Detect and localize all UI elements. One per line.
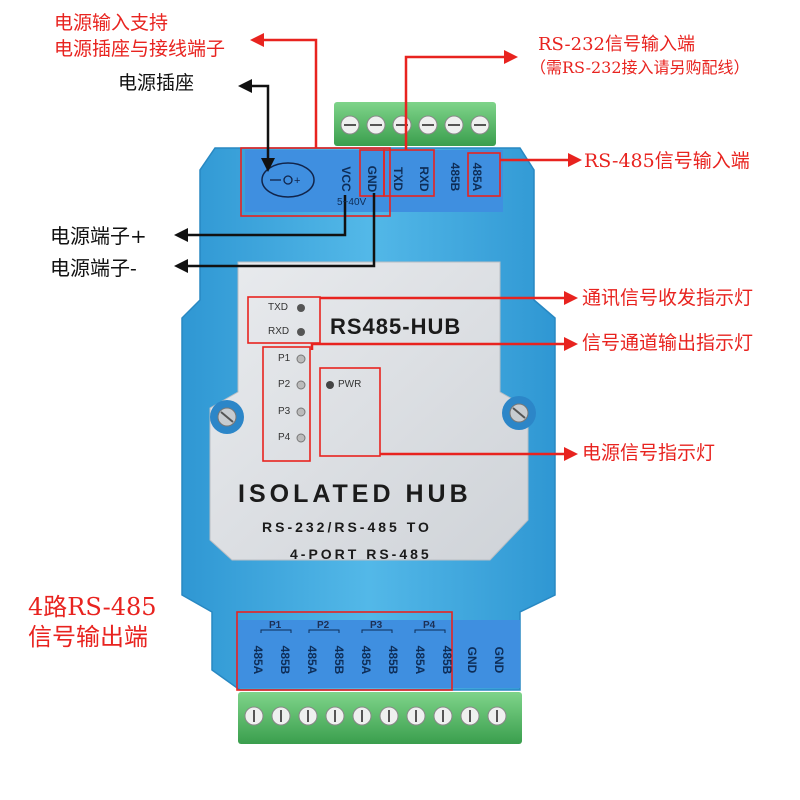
annotation-power-terminal-minus: 电源端子- [50,256,137,280]
port-group-p4: P4 [423,620,436,631]
led-label-p4: P4 [278,432,291,443]
annotation-power-terminal-plus: 电源端子+ [50,224,147,248]
top-pin-485b: 485B [448,162,462,192]
bottom-terminal-block [238,692,522,744]
bottom-pin-10: GND [492,646,506,674]
port-led-dots [296,354,306,443]
bottom-pin-4: 485B [332,645,346,675]
annotation-channel-indicator: 信号通道输出指示灯 [582,332,754,354]
led-label-p3: P3 [278,406,291,417]
top-pin-rxd: RXD [417,166,431,192]
bottom-pin-6: 485B [386,645,400,675]
top-pin-gnd: GND [365,165,379,193]
port-group-p1: P1 [269,620,282,631]
bottom-pin-1: 485A [251,645,265,675]
top-pin-vcc: VCC [339,166,353,192]
led-label-p1: P1 [278,353,291,364]
annotation-rs232-input-line1: RS-232信号输入端 [538,34,695,55]
bottom-pin-9: GND [465,646,479,674]
annotation-rs232-input-line2: （需RS-232接入请另购配线） [530,58,750,77]
top-pin-txd: TXD [391,167,405,191]
red-arrow-heads [250,33,582,461]
front-panel [209,261,529,561]
right-mounting-screw [502,396,536,430]
annotation-power-input-line2: 电源插座与接线端子 [54,38,226,60]
top-pin-485a: 485A [470,162,484,192]
port-group-p2: P2 [317,620,330,631]
voltage-label: 5~40V [337,197,367,208]
product-subtitle-2: 4-PORT RS-485 [290,546,432,562]
annotation-power-socket: 电源插座 [118,72,195,94]
annotation-output-ports-line1: 4路RS-485 [28,593,157,621]
svg-text:+: + [294,175,300,187]
annotation-rs485-input: RS-485信号输入端 [584,150,750,172]
annotation-power-input-line1: 电源输入支持 [54,12,169,34]
bottom-pin-3: 485A [305,645,319,675]
port-group-p3: P3 [370,620,383,631]
bottom-label-strip [236,620,520,688]
annotation-power-indicator: 电源信号指示灯 [582,442,716,464]
product-name: ISOLATED HUB [238,480,472,508]
red-arrow-lines [262,38,570,456]
bottom-pin-5: 485A [359,645,373,675]
led-label-p2: P2 [278,379,291,390]
model-name: RS485-HUB [330,314,462,339]
annotation-output-ports-line2: 信号输出端 [28,623,148,651]
annotation-comm-indicator: 通讯信号收发指示灯 [582,287,754,309]
left-mounting-screw [210,400,244,434]
pwr-led-dot [326,381,334,389]
status-led-dots [297,304,305,336]
top-terminal-block [334,102,496,146]
port-group-brackets [260,629,446,633]
product-subtitle-1: RS-232/RS-485 TO [262,519,432,535]
bottom-pin-7: 485A [413,645,427,675]
power-socket-icon: + [261,162,315,198]
led-label-rxd: RXD [268,326,290,337]
annotation-boxes [236,147,501,691]
bottom-pin-8: 485B [440,645,454,675]
bottom-pin-2: 485B [278,645,292,675]
black-arrow-lines [186,84,376,268]
led-label-pwr: PWR [338,379,362,390]
black-arrow-heads [174,79,275,273]
led-label-txd: TXD [268,302,288,313]
